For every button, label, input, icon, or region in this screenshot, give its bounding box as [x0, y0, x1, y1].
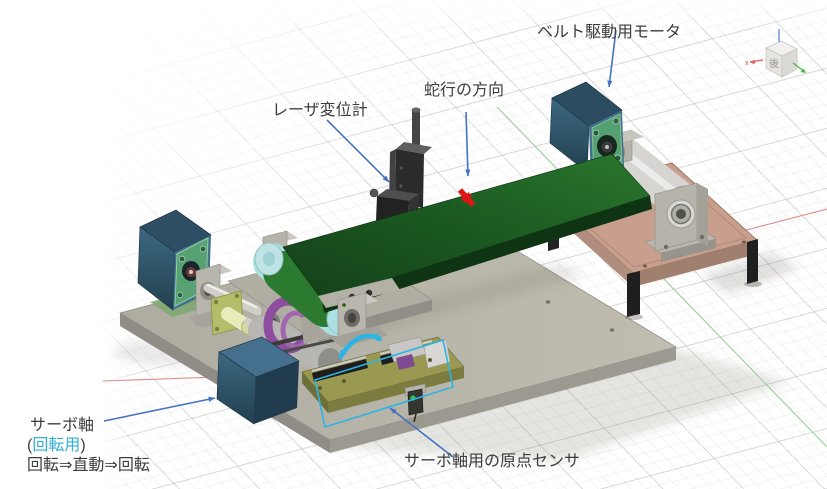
paren-close: ) [80, 437, 86, 454]
rotation-use-text: 回転用 [32, 437, 81, 454]
paren-open: ( [27, 437, 33, 454]
origin-sensor[interactable] [404, 383, 427, 423]
linear-stage[interactable] [301, 336, 465, 413]
belt-wrap [263, 251, 346, 327]
pillow-block-bearing[interactable] [644, 182, 717, 262]
label-servo-axis: サーボ軸 [30, 417, 95, 434]
rotation-arrow [338, 332, 383, 360]
arrow-meander [465, 111, 471, 177]
label-meander-direction: 蛇行の方向 [424, 82, 505, 99]
arrow-belt-motor [607, 29, 617, 88]
view-cube[interactable]: 後 x [745, 29, 806, 78]
arrow-laser [326, 119, 390, 183]
label-origin-sensor: サーボ軸用の原点センサ [404, 453, 581, 470]
viewcube-x-label: x [745, 60, 749, 67]
label-laser-displacement-meter: レーザ変位計 [272, 102, 368, 119]
meander-arrow [457, 188, 476, 207]
servo-motor[interactable] [216, 336, 300, 425]
laser-displacement-sensor[interactable] [369, 107, 432, 227]
roller-front-bearing-block[interactable] [318, 278, 400, 347]
label-belt-drive-motor: ベルト駆動用モータ [537, 24, 682, 41]
arrow-origin-sensor [389, 407, 454, 458]
annotation-arrows [103, 29, 617, 458]
label-servo-axis-flow: 回転⇒直動⇒回転 [27, 457, 150, 474]
arrow-servo-axis [103, 396, 216, 422]
selection-box [314, 338, 454, 429]
label-servo-axis-use: (回転用) [27, 436, 86, 456]
viewcube-face-label: 後 [769, 57, 779, 70]
conveyor-belt[interactable] [282, 153, 652, 313]
